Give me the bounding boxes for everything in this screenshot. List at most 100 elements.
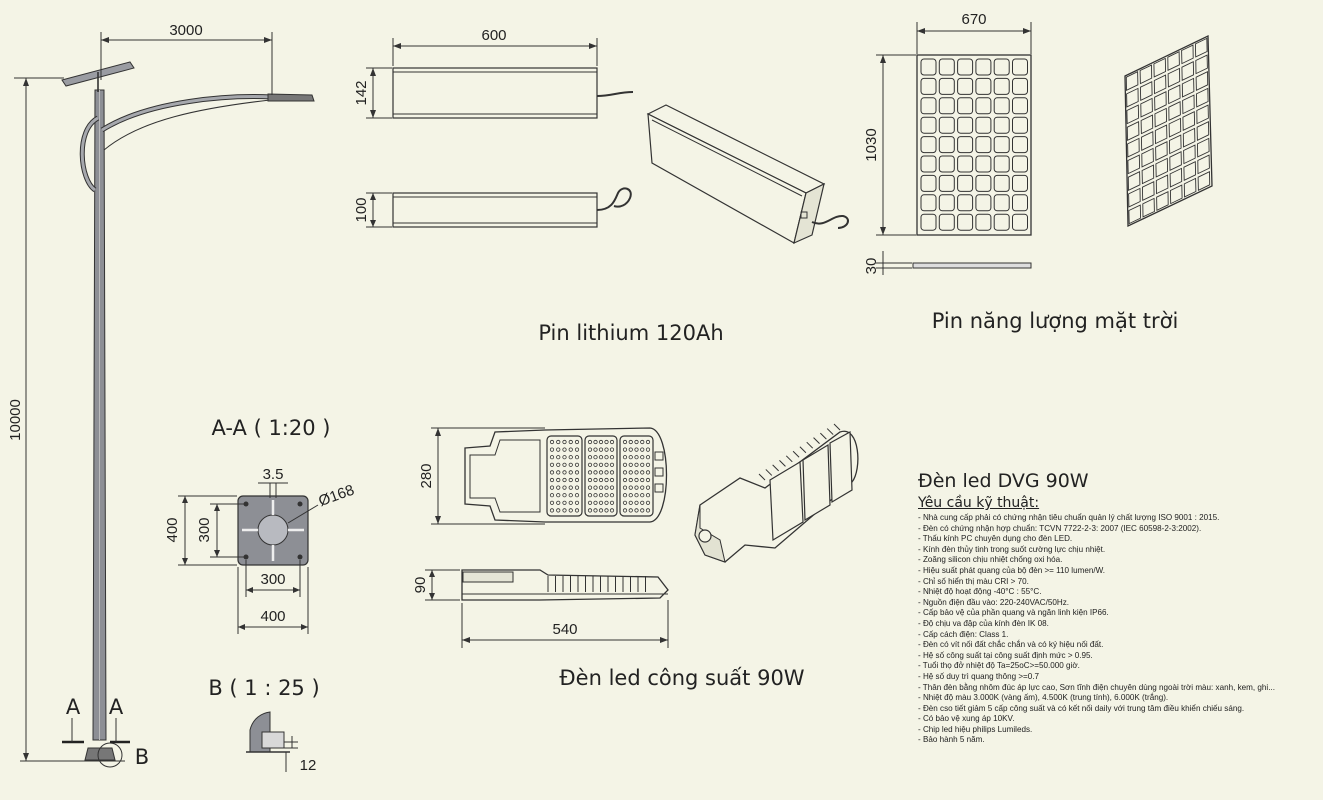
spec-item: - Tuổi thọ đở nhiệt độ Ta=25oC>=50.000 g… xyxy=(918,661,1080,671)
led-dot xyxy=(556,477,561,483)
led-dot xyxy=(568,485,573,490)
led-dot xyxy=(628,439,633,445)
led-dot xyxy=(634,493,639,498)
led-dot xyxy=(574,455,580,460)
heatsink-fin-iso xyxy=(806,441,814,449)
dim-panel-thickness: 30 xyxy=(863,258,880,275)
led-dot xyxy=(574,500,580,505)
led-dot xyxy=(622,455,628,460)
solar-cell-iso xyxy=(1183,177,1197,198)
led-dot xyxy=(609,439,615,445)
solar-cell xyxy=(938,155,955,173)
solar-cell-iso xyxy=(1195,87,1209,108)
heatsink-fin-iso xyxy=(772,464,779,472)
solar-cell xyxy=(1012,136,1028,154)
led-dot xyxy=(568,500,573,505)
solar-cell xyxy=(975,77,992,95)
led-dot xyxy=(622,439,628,445)
spec-list: - Nhà cung cấp phải có chứng nhận tiêu c… xyxy=(918,513,1318,746)
led-dot xyxy=(562,462,567,467)
solar-cell-iso xyxy=(1127,154,1141,175)
led-dot xyxy=(593,447,598,452)
led-dot xyxy=(556,493,561,498)
led-dot xyxy=(549,439,555,445)
spec-item: - Chip led hiệu philips Lumileds. xyxy=(918,724,1033,734)
led-dot xyxy=(598,447,604,452)
led-lamp-drawing xyxy=(425,423,859,648)
led-dot xyxy=(549,500,555,505)
led-dot xyxy=(593,455,598,460)
solar-cell-iso xyxy=(1182,110,1196,132)
dim-pole-arm: 3000 xyxy=(169,22,202,39)
dim-base-300-horizontal: 300 xyxy=(260,571,285,588)
dim-battery-length: 600 xyxy=(481,27,506,44)
solar-cell-iso xyxy=(1168,100,1181,122)
solar-cell xyxy=(993,136,1010,154)
led-dot xyxy=(604,447,609,452)
led-dot xyxy=(645,477,651,483)
led-dot xyxy=(587,455,593,460)
solar-cell xyxy=(1012,213,1028,231)
solar-cell-iso xyxy=(1156,190,1169,212)
solar-cell-iso xyxy=(1128,204,1142,225)
solar-cell xyxy=(957,136,974,154)
section-mark-a-right: A xyxy=(109,695,124,719)
spec-item: - Bảo hành 5 năm. xyxy=(918,735,985,745)
led-dot xyxy=(609,508,615,513)
solar-cell xyxy=(975,155,992,173)
led-dot xyxy=(587,462,593,467)
solar-cell-iso xyxy=(1196,104,1209,125)
led-dot xyxy=(628,447,633,452)
solar-cell-iso xyxy=(1140,130,1154,152)
led-dot xyxy=(556,500,561,505)
led-dot xyxy=(634,470,639,475)
led-dot xyxy=(549,485,555,490)
solar-cell-iso xyxy=(1197,154,1210,175)
led-dot xyxy=(628,477,633,483)
section-aa-title: A-A ( 1:20 ) xyxy=(212,416,331,440)
dim-battery-height-2: 100 xyxy=(353,197,370,222)
spec-item: - Zoăng silicon chịu nhiệt chống oxi hóa… xyxy=(918,555,1063,565)
solar-cell-iso xyxy=(1139,64,1153,85)
solar-cell xyxy=(1012,194,1028,212)
led-dot xyxy=(604,500,609,505)
led-dot xyxy=(634,500,639,505)
heatsink-fin-iso xyxy=(785,455,793,463)
led-dot xyxy=(609,455,615,460)
solar-cell xyxy=(993,174,1010,192)
solar-cell xyxy=(957,97,974,115)
led-dot xyxy=(598,439,604,445)
solar-cell-iso xyxy=(1128,187,1141,208)
heatsink-fin-iso xyxy=(799,446,807,454)
dim-lamp-height: 280 xyxy=(418,463,435,488)
led-dot xyxy=(598,477,604,483)
solar-cell-iso xyxy=(1155,157,1169,178)
dim-base-thickness: 3.5 xyxy=(263,466,284,483)
led-dot xyxy=(634,508,639,513)
solar-cell xyxy=(920,155,937,173)
street-pole xyxy=(14,32,315,768)
panel-caption: Pin năng lượng mặt trời xyxy=(932,309,1179,333)
spec-item: - Độ chịu va đập của kính đèn IK 08. xyxy=(918,618,1049,628)
solar-cell-iso xyxy=(1141,180,1155,202)
led-dot xyxy=(593,500,598,505)
solar-cell xyxy=(920,116,937,134)
led-dot xyxy=(549,493,555,498)
dim-lamp-side-height: 90 xyxy=(412,577,429,594)
led-dot xyxy=(574,493,580,498)
solar-cell xyxy=(993,58,1010,76)
led-dot xyxy=(568,508,573,513)
solar-cell xyxy=(975,213,992,231)
led-dot xyxy=(568,493,573,498)
solar-cell xyxy=(938,213,955,231)
solar-cell xyxy=(993,77,1010,95)
spec-item: - Đèn có chứng nhận hợp chuẩn: TCVN 7722… xyxy=(918,523,1202,533)
dim-panel-width: 670 xyxy=(961,11,986,28)
solar-cell xyxy=(938,194,955,212)
led-dot xyxy=(587,493,593,498)
section-b-title: B ( 1 : 25 ) xyxy=(208,676,319,700)
solar-cell xyxy=(957,155,974,173)
spec-item: - Hiệu suất phát quang của bộ đèn >= 110… xyxy=(918,565,1106,575)
led-dot xyxy=(587,500,593,505)
led-dot xyxy=(568,455,573,460)
